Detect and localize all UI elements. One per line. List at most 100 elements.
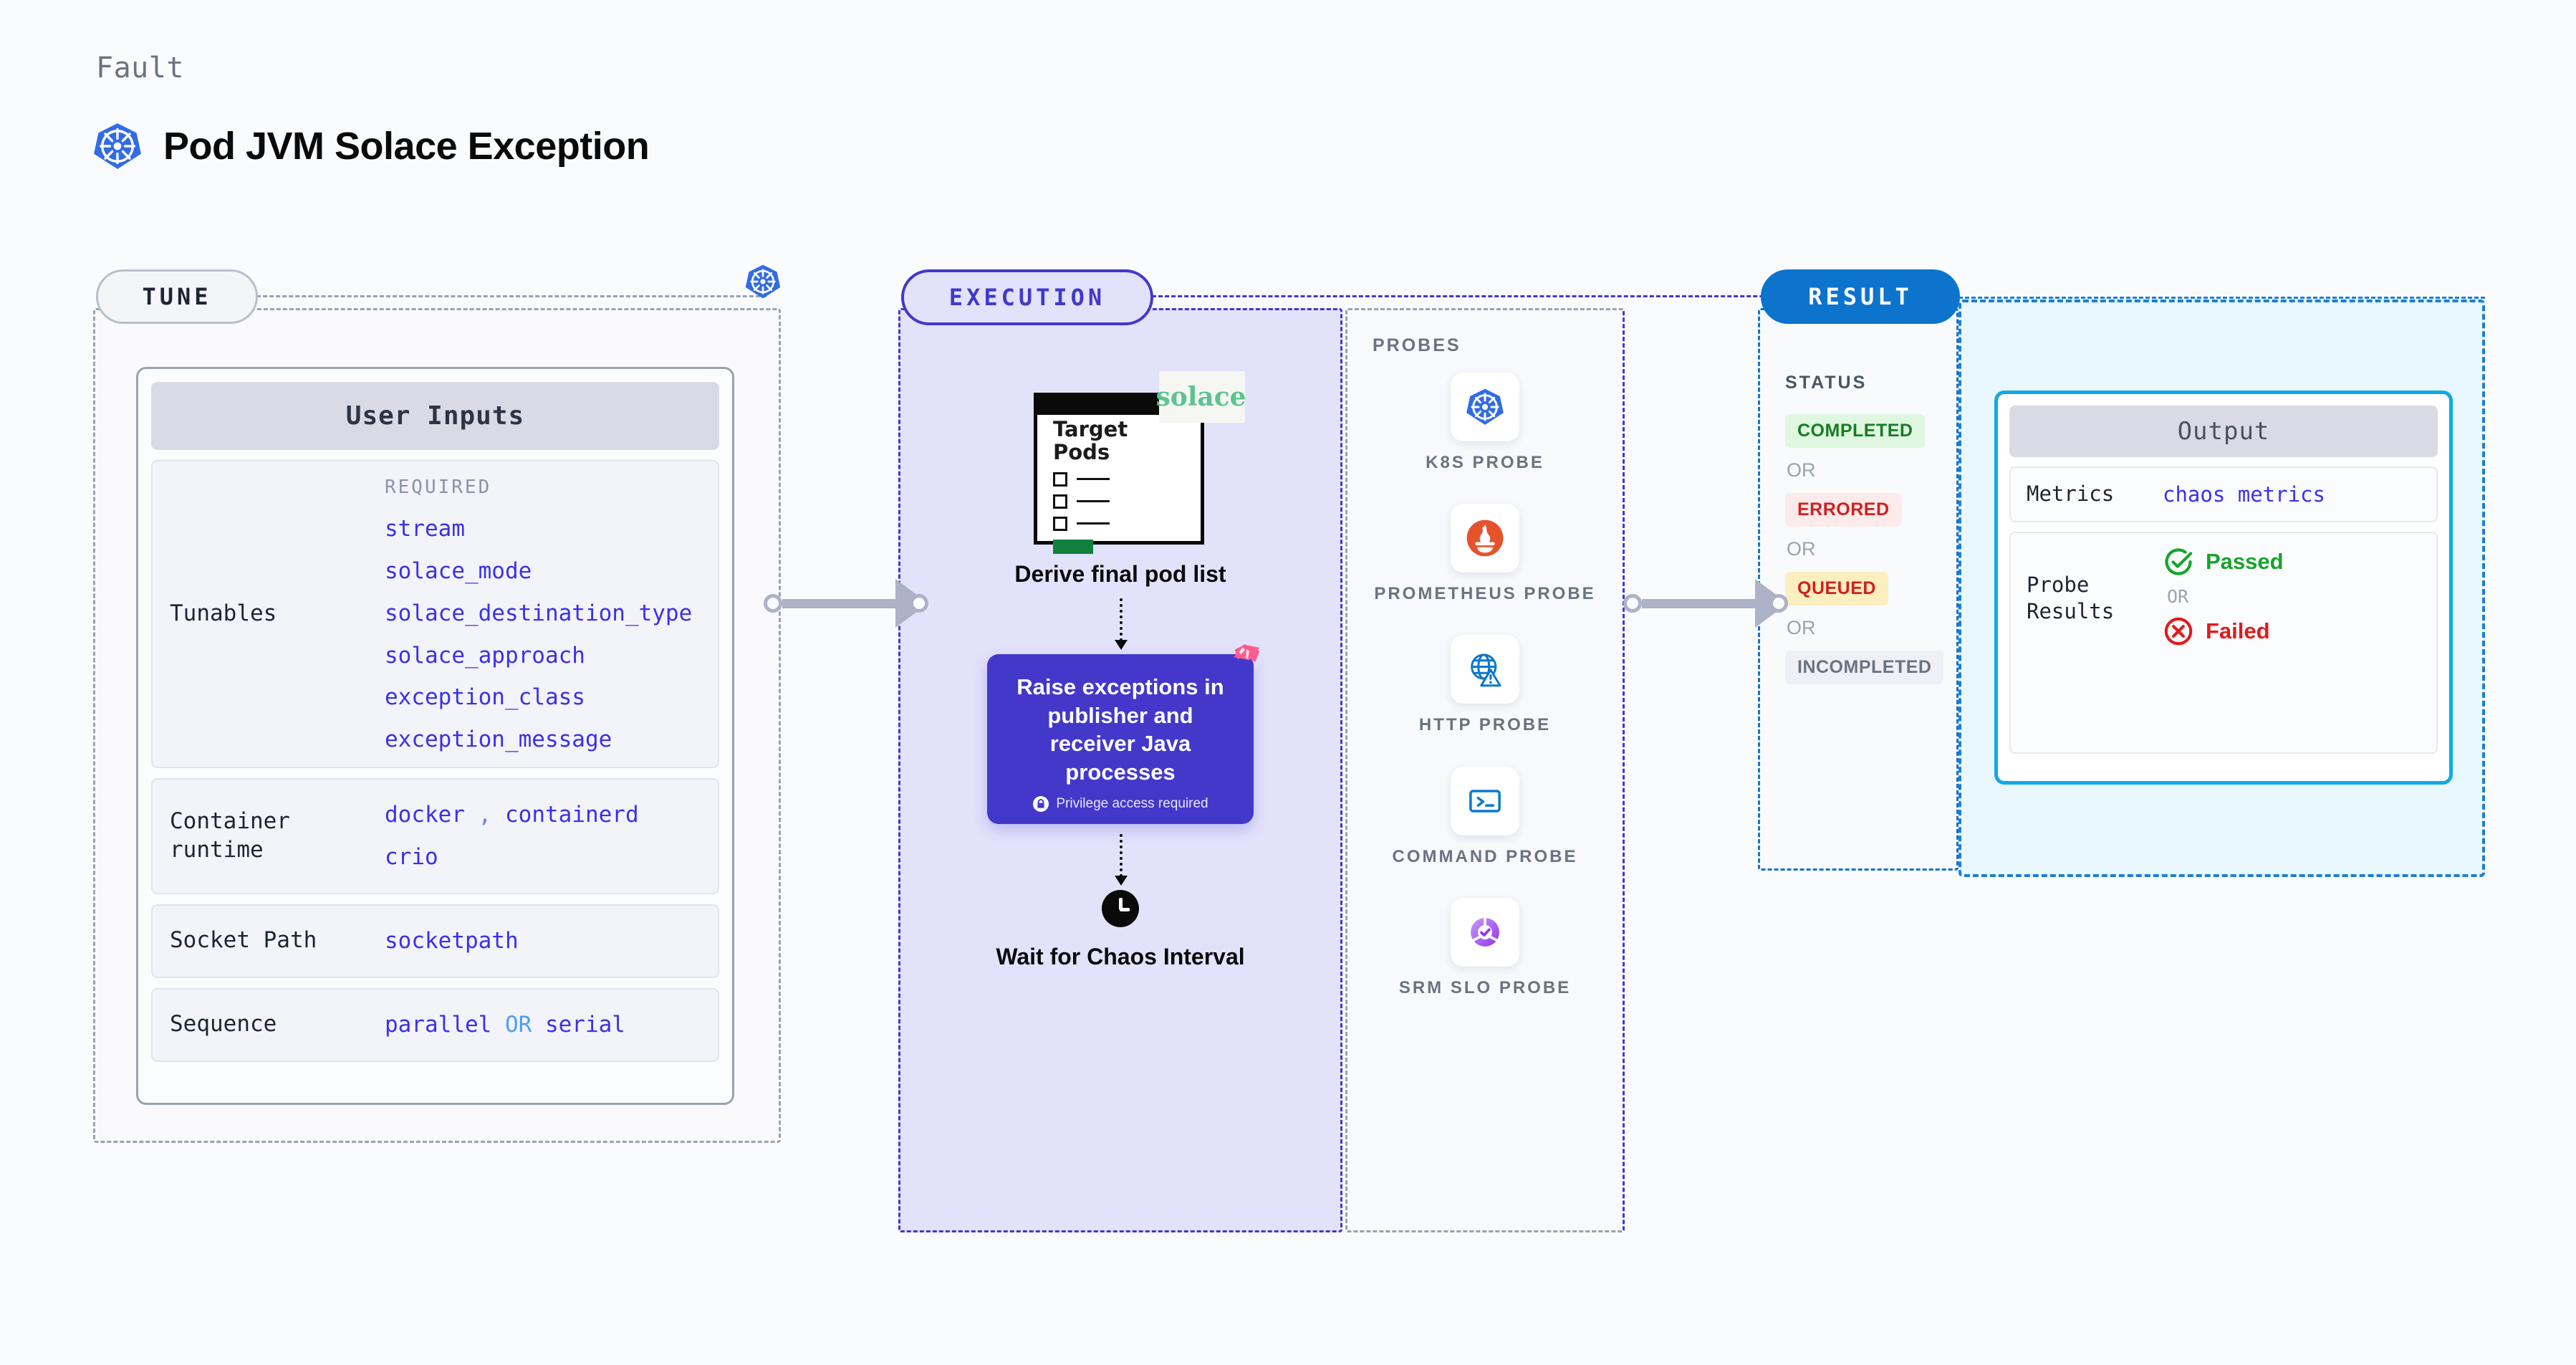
probe-label: SRM SLO PROBE	[1398, 977, 1572, 997]
socket-path-value[interactable]: socketpath	[385, 927, 519, 954]
stage-pill-tune[interactable]: TUNE	[96, 269, 258, 324]
socket-path-label: Socket Path	[170, 927, 317, 954]
tune-rail	[256, 295, 766, 297]
socket-path-row: Socket Path socketpath	[151, 904, 719, 978]
runtime-crio[interactable]: crio	[385, 843, 438, 870]
user-inputs-card: User Inputs Tunables REQUIRED stream sol…	[136, 367, 734, 1105]
status-badge-completed: COMPLETED	[1785, 414, 1926, 448]
connector-dot	[764, 594, 782, 613]
srm-slo-icon	[1450, 897, 1519, 967]
page-title: Pod JVM Solace Exception	[163, 125, 650, 168]
status-badge-errored: ERRORED	[1785, 493, 1902, 527]
stage-pill-result[interactable]: RESULT	[1761, 269, 1960, 324]
status-badge-queued: QUEUED	[1785, 572, 1888, 605]
x-circle-icon	[2163, 616, 2194, 647]
solace-wordmark: solace	[1155, 382, 1246, 412]
runtime-docker[interactable]: docker	[385, 802, 465, 828]
probe-command[interactable]: COMMAND PROBE	[1393, 766, 1578, 868]
target-pods-graphic: Target Pods solace	[1034, 371, 1246, 554]
probe-results-row: Probe Results Passed OR	[2009, 531, 2438, 754]
failed-label: Failed	[2206, 618, 2270, 643]
stage-pill-execution[interactable]: EXECUTION	[901, 269, 1153, 325]
or-label: OR	[1787, 459, 1816, 481]
flow-arrow-down	[1114, 598, 1128, 654]
target-pods-title-line1: Target	[1053, 417, 1128, 441]
connector-bar	[782, 598, 897, 608]
terminal-icon	[1451, 766, 1519, 835]
runtime-containerd[interactable]: containerd	[505, 802, 639, 828]
target-pods-title-line2: Pods	[1053, 440, 1110, 465]
execution-flow: Target Pods solace Derive final pod list	[898, 337, 1342, 971]
kubernetes-icon	[93, 122, 142, 171]
passed-label: Passed	[2206, 548, 2284, 574]
output-card: Output Metrics chaos metrics Probe Resul…	[1994, 391, 2453, 785]
checkbox-icon	[1053, 471, 1067, 487]
sequence-label: Sequence	[170, 1011, 277, 1038]
tunables-values: REQUIRED stream solace_mode solace_desti…	[385, 467, 701, 762]
connector-dot	[1769, 594, 1788, 613]
list-item	[1053, 494, 1201, 509]
tunable-solace-destination-type[interactable]: solace_destination_type	[385, 600, 693, 626]
line-placeholder	[1077, 478, 1110, 481]
kubernetes-icon	[1450, 373, 1519, 441]
checkbox-icon	[1053, 516, 1067, 531]
output-title: Output	[2009, 406, 2438, 457]
tunable-solace-mode[interactable]: solace_mode	[385, 557, 532, 584]
tunable-stream[interactable]: stream	[385, 515, 465, 542]
kubernetes-icon	[745, 264, 781, 303]
globe-warning-icon	[1451, 635, 1519, 704]
sequence-row: Sequence parallel OR serial	[151, 987, 719, 1062]
metrics-row: Metrics chaos metrics	[2009, 466, 2438, 522]
clock-icon	[1102, 889, 1139, 927]
probes-heading: PROBES	[1373, 335, 1461, 355]
connector-tune-to-execution	[764, 579, 928, 628]
prometheus-icon	[1451, 504, 1519, 573]
sequence-parallel[interactable]: parallel	[385, 1011, 492, 1038]
probe-http[interactable]: HTTP PROBE	[1419, 635, 1551, 736]
sequence-values: parallel OR serial	[385, 1004, 701, 1046]
litmus-logo-icon	[1231, 641, 1264, 678]
checkbox-icon	[1053, 494, 1067, 509]
status-heading: STATUS	[1785, 373, 1868, 393]
metrics-label: Metrics	[2027, 482, 2115, 506]
metrics-value[interactable]: chaos metrics	[2163, 482, 2325, 507]
container-runtime-row: Container runtime docker , containerd cr…	[151, 778, 719, 894]
page-eyebrow: Fault	[96, 52, 184, 85]
connector-dot	[910, 594, 928, 613]
status-badge-incompleted: INCOMPLETED	[1785, 651, 1944, 684]
tunable-solace-approach[interactable]: solace_approach	[385, 642, 585, 669]
tunable-exception-message[interactable]: exception_message	[385, 727, 612, 753]
tunables-label: Tunables	[170, 600, 277, 627]
or-label: OR	[1787, 617, 1816, 638]
privilege-note: Privilege access required	[1032, 795, 1208, 813]
privilege-note-text: Privilege access required	[1056, 795, 1208, 811]
probe-srm-slo[interactable]: SRM SLO PROBE	[1398, 897, 1572, 999]
tunables-row: Tunables REQUIRED stream solace_mode sol…	[151, 460, 719, 768]
probe-prometheus[interactable]: PROMETHEUS PROBE	[1374, 504, 1595, 605]
tunable-exception-class[interactable]: exception_class	[385, 684, 585, 711]
wait-chaos-interval-label: Wait for Chaos Interval	[996, 943, 1245, 969]
or-label: OR	[1787, 538, 1816, 560]
derive-pod-list-caption: Derive final pod list	[1014, 561, 1226, 587]
list-item	[1053, 471, 1201, 487]
probe-result-failed: Failed	[2163, 616, 2284, 647]
container-runtime-label: Container runtime	[170, 808, 290, 863]
sequence-serial[interactable]: serial	[544, 1011, 625, 1038]
check-circle-icon	[2163, 546, 2194, 578]
probe-label: PROMETHEUS PROBE	[1374, 584, 1596, 604]
line-placeholder	[1077, 522, 1110, 525]
probe-result-passed: Passed	[2163, 546, 2284, 578]
connector-execution-to-result	[1623, 579, 1788, 628]
connector-dot	[1623, 594, 1642, 613]
container-runtime-values: docker , containerd crio	[385, 794, 701, 878]
line-placeholder	[1077, 500, 1110, 503]
user-inputs-title: User Inputs	[151, 382, 719, 450]
probe-k8s[interactable]: K8S PROBE	[1426, 373, 1544, 474]
probe-label: K8S PROBE	[1426, 453, 1544, 472]
execution-action-card[interactable]: Raise exceptions in publisher and receiv…	[987, 643, 1260, 824]
runtime-separator: ,	[478, 802, 492, 828]
page-title-row: Pod JVM Solace Exception	[93, 122, 650, 171]
execution-action-text: Raise exceptions in publisher and receiv…	[1017, 674, 1224, 785]
probe-label: HTTP PROBE	[1418, 715, 1552, 735]
